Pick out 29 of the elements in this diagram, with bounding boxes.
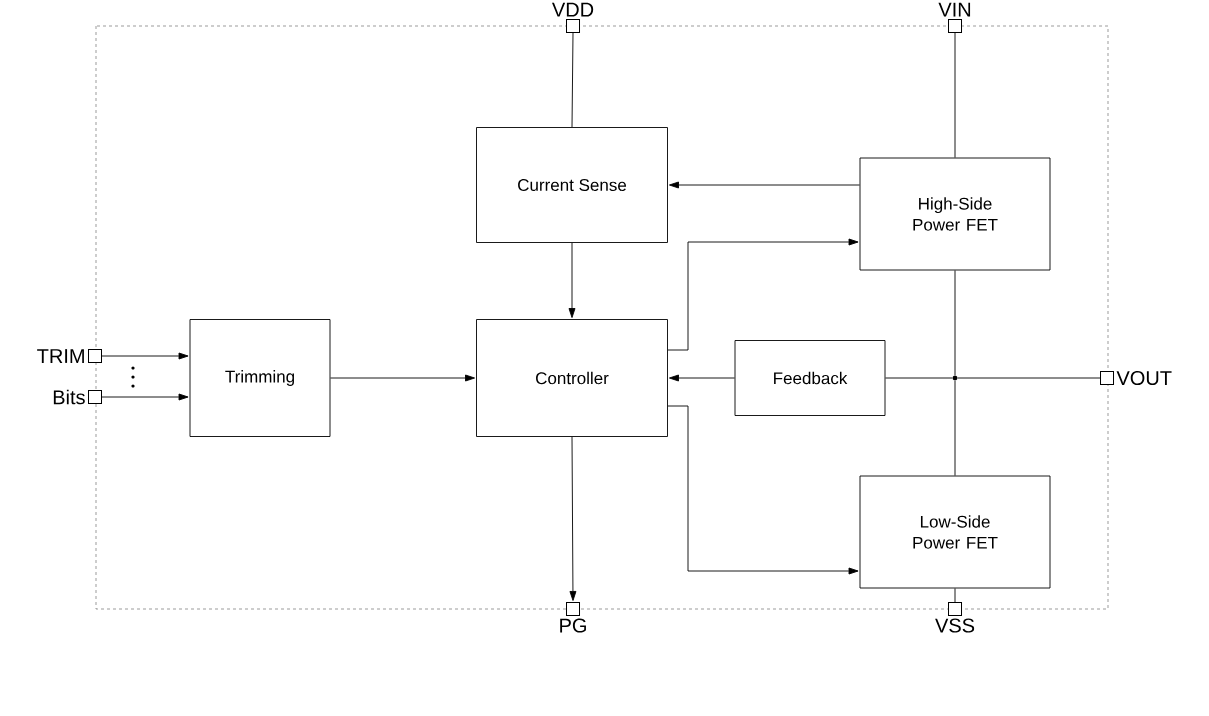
block-box: Trimming bbox=[189, 319, 331, 437]
connector-line bbox=[667, 405, 859, 575]
connector-line bbox=[101, 393, 189, 401]
connector-line bbox=[885, 377, 953, 379]
pin-label: VDD bbox=[552, 2, 594, 17]
block-box: Feedback bbox=[734, 340, 886, 416]
connector-line bbox=[571, 32, 574, 128]
connector-line bbox=[101, 352, 189, 360]
pin-label: Bits bbox=[53, 389, 85, 405]
connector-line bbox=[330, 374, 476, 382]
block-box: Low-Side Power FET bbox=[859, 475, 1051, 589]
connector-line bbox=[569, 436, 577, 601]
connector-line bbox=[954, 32, 956, 158]
pin-label: TRIM bbox=[37, 349, 84, 363]
pin-label: VSS bbox=[935, 618, 975, 633]
connector-line bbox=[954, 380, 956, 476]
connector-line bbox=[669, 181, 860, 189]
block-box: High-Side Power FET bbox=[859, 157, 1051, 271]
pin-label: PG bbox=[560, 618, 586, 633]
connector-line bbox=[954, 588, 956, 603]
pin-label: VIN bbox=[938, 2, 971, 17]
connector-line bbox=[954, 270, 956, 376]
connector-line bbox=[957, 377, 1101, 379]
block-box: Current Sense bbox=[476, 127, 668, 243]
connector-line bbox=[667, 238, 859, 351]
block-box: Controller bbox=[476, 319, 668, 437]
connector-line bbox=[669, 374, 735, 382]
pin-label: VOUT bbox=[1116, 370, 1172, 386]
connector-line bbox=[568, 242, 576, 318]
